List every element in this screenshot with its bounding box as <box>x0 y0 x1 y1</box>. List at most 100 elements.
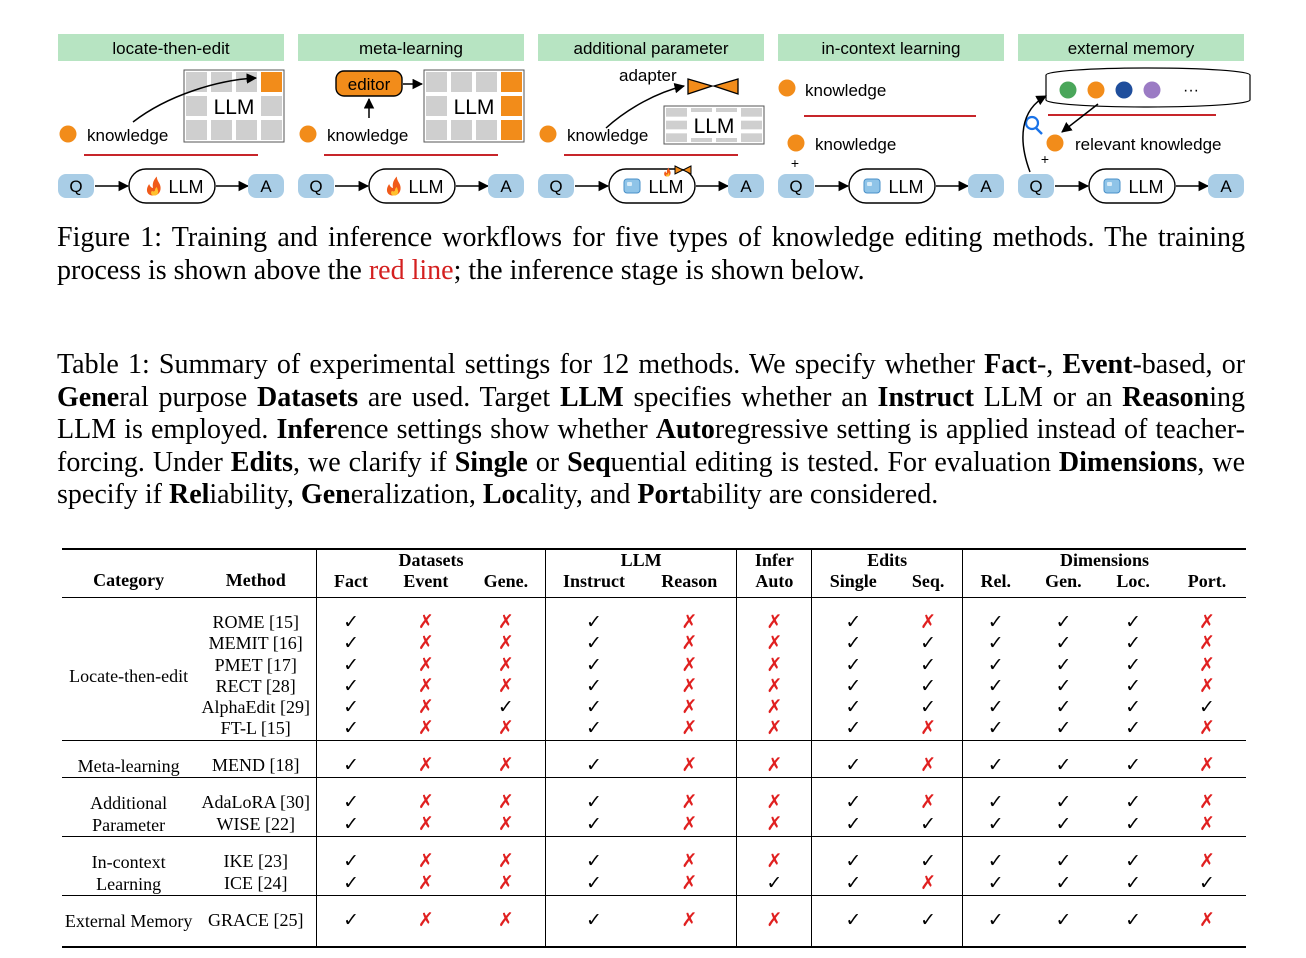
ice-cube-icon <box>623 178 641 194</box>
check-mark: ✓ <box>961 791 1029 814</box>
check-mark: ✓ <box>497 696 514 719</box>
cross-mark: ✗ <box>681 632 698 655</box>
table-bottom-rule <box>62 931 1246 947</box>
knowledge-label: knowledge <box>567 126 648 145</box>
knowledge-dot <box>59 125 77 143</box>
query-node <box>538 174 574 198</box>
check-mark: ✓ <box>961 755 1029 778</box>
check-mark: ✓ <box>316 654 385 676</box>
cross-mark: ✗ <box>736 755 812 778</box>
group-separator <box>62 895 1246 910</box>
fire-icon <box>146 176 161 196</box>
check-mark: ✓ <box>961 654 1029 676</box>
check-mark: ✓ <box>1055 754 1072 777</box>
cross-mark: ✗ <box>681 611 698 633</box>
panel-title: additional parameter <box>574 39 729 58</box>
query-node-label: Q <box>1029 177 1042 196</box>
figure-caption: Figure 1: Training and inference workflo… <box>57 222 1245 287</box>
category-label: External Memory <box>64 910 193 931</box>
panel-title: meta-learning <box>359 39 463 58</box>
cross-mark: ✗ <box>736 654 812 676</box>
cross-mark: ✗ <box>1199 850 1215 873</box>
figure-caption-red-line: red line <box>368 254 454 286</box>
cross-mark: ✗ <box>920 611 937 633</box>
llm-label: LLM <box>454 96 495 119</box>
check-mark: ✓ <box>1125 872 1142 895</box>
check-mark: ✓ <box>811 632 895 655</box>
cross-mark: ✗ <box>417 717 434 740</box>
check-mark: ✓ <box>544 909 643 932</box>
check-mark: ✓ <box>1055 611 1072 633</box>
method-cell: RECT [28] <box>215 675 296 696</box>
query-memory-arrow <box>1022 95 1047 173</box>
adapter-arrow <box>605 83 686 129</box>
table-row: ICE [24]✓✗✗✓✗✓✓✗✓✓✓✓ <box>62 873 1246 896</box>
answer-node <box>968 174 1004 198</box>
table-row: FT-L [15]✓✗✗✓✗✗✓✗✓✓✓✗ <box>62 717 1246 741</box>
llm-node-label: LLM <box>168 177 203 197</box>
check-mark: ✓ <box>1125 674 1142 697</box>
llm-node-label: LLM <box>888 177 923 197</box>
query-node <box>778 174 814 198</box>
check-mark: ✓ <box>316 850 385 873</box>
query-node <box>58 174 94 198</box>
cross-mark: ✗ <box>736 791 812 814</box>
cross-mark: ✗ <box>736 632 812 655</box>
cross-mark: ✗ <box>736 675 812 698</box>
llm-label: LLM <box>694 115 735 138</box>
cross-mark: ✗ <box>681 717 698 740</box>
cross-mark: ✗ <box>497 754 514 777</box>
check-mark: ✓ <box>920 674 937 697</box>
check-mark: ✓ <box>1125 717 1142 740</box>
ice-cube-icon <box>863 178 881 194</box>
search-icon-handle <box>1035 127 1043 135</box>
check-mark: ✓ <box>1055 791 1072 814</box>
header-instruct: Instruct <box>544 571 643 598</box>
header-edits: Edits <box>811 549 963 571</box>
ice-cube-icon <box>1103 178 1121 194</box>
cross-mark: ✗ <box>736 718 812 741</box>
header-dimensions: Dimensions <box>961 549 1246 571</box>
check-mark: ✓ <box>1055 872 1072 895</box>
knowledge-label: knowledge <box>815 135 896 154</box>
check-mark: ✓ <box>1125 611 1142 633</box>
cross-mark: ✗ <box>417 872 434 895</box>
knowledge-label: knowledge <box>327 126 408 145</box>
cross-mark: ✗ <box>497 717 514 740</box>
check-mark: ✓ <box>544 696 643 719</box>
cross-mark: ✗ <box>1199 674 1215 697</box>
cross-mark: ✗ <box>920 717 937 740</box>
cross-mark: ✗ <box>417 909 434 932</box>
adapter-small-icon <box>674 165 692 175</box>
query-node <box>298 174 334 198</box>
check-mark: ✓ <box>1125 632 1142 655</box>
cross-mark: ✗ <box>417 813 434 836</box>
table-1: Category Method Datasets LLM Infer Edits… <box>62 548 1246 948</box>
plus-sign: + <box>1041 151 1049 167</box>
header-reason: Reason <box>661 571 718 591</box>
cross-mark: ✗ <box>497 813 514 836</box>
method-cell: FT-L [15] <box>220 718 291 739</box>
answer-node <box>488 174 524 198</box>
check-mark: ✓ <box>316 632 385 655</box>
panel-additional-parameter: additional parameterLLMadapterknowledgeQ… <box>538 34 765 204</box>
check-mark: ✓ <box>961 718 1029 741</box>
check-mark: ✓ <box>1055 632 1072 655</box>
panel-header <box>58 34 284 61</box>
panel-title: locate-then-edit <box>112 39 229 58</box>
header-auto: Auto <box>736 571 812 598</box>
method-cell: PMET [17] <box>214 654 297 675</box>
answer-node-label: A <box>1220 177 1232 196</box>
check-mark: ✓ <box>1055 653 1072 676</box>
check-mark: ✓ <box>811 718 895 741</box>
plus-sign: + <box>791 155 799 171</box>
check-mark: ✓ <box>1199 872 1215 895</box>
cross-mark: ✗ <box>497 791 514 814</box>
llm-node-label: LLM <box>1128 177 1163 197</box>
cross-mark: ✗ <box>1199 813 1215 836</box>
